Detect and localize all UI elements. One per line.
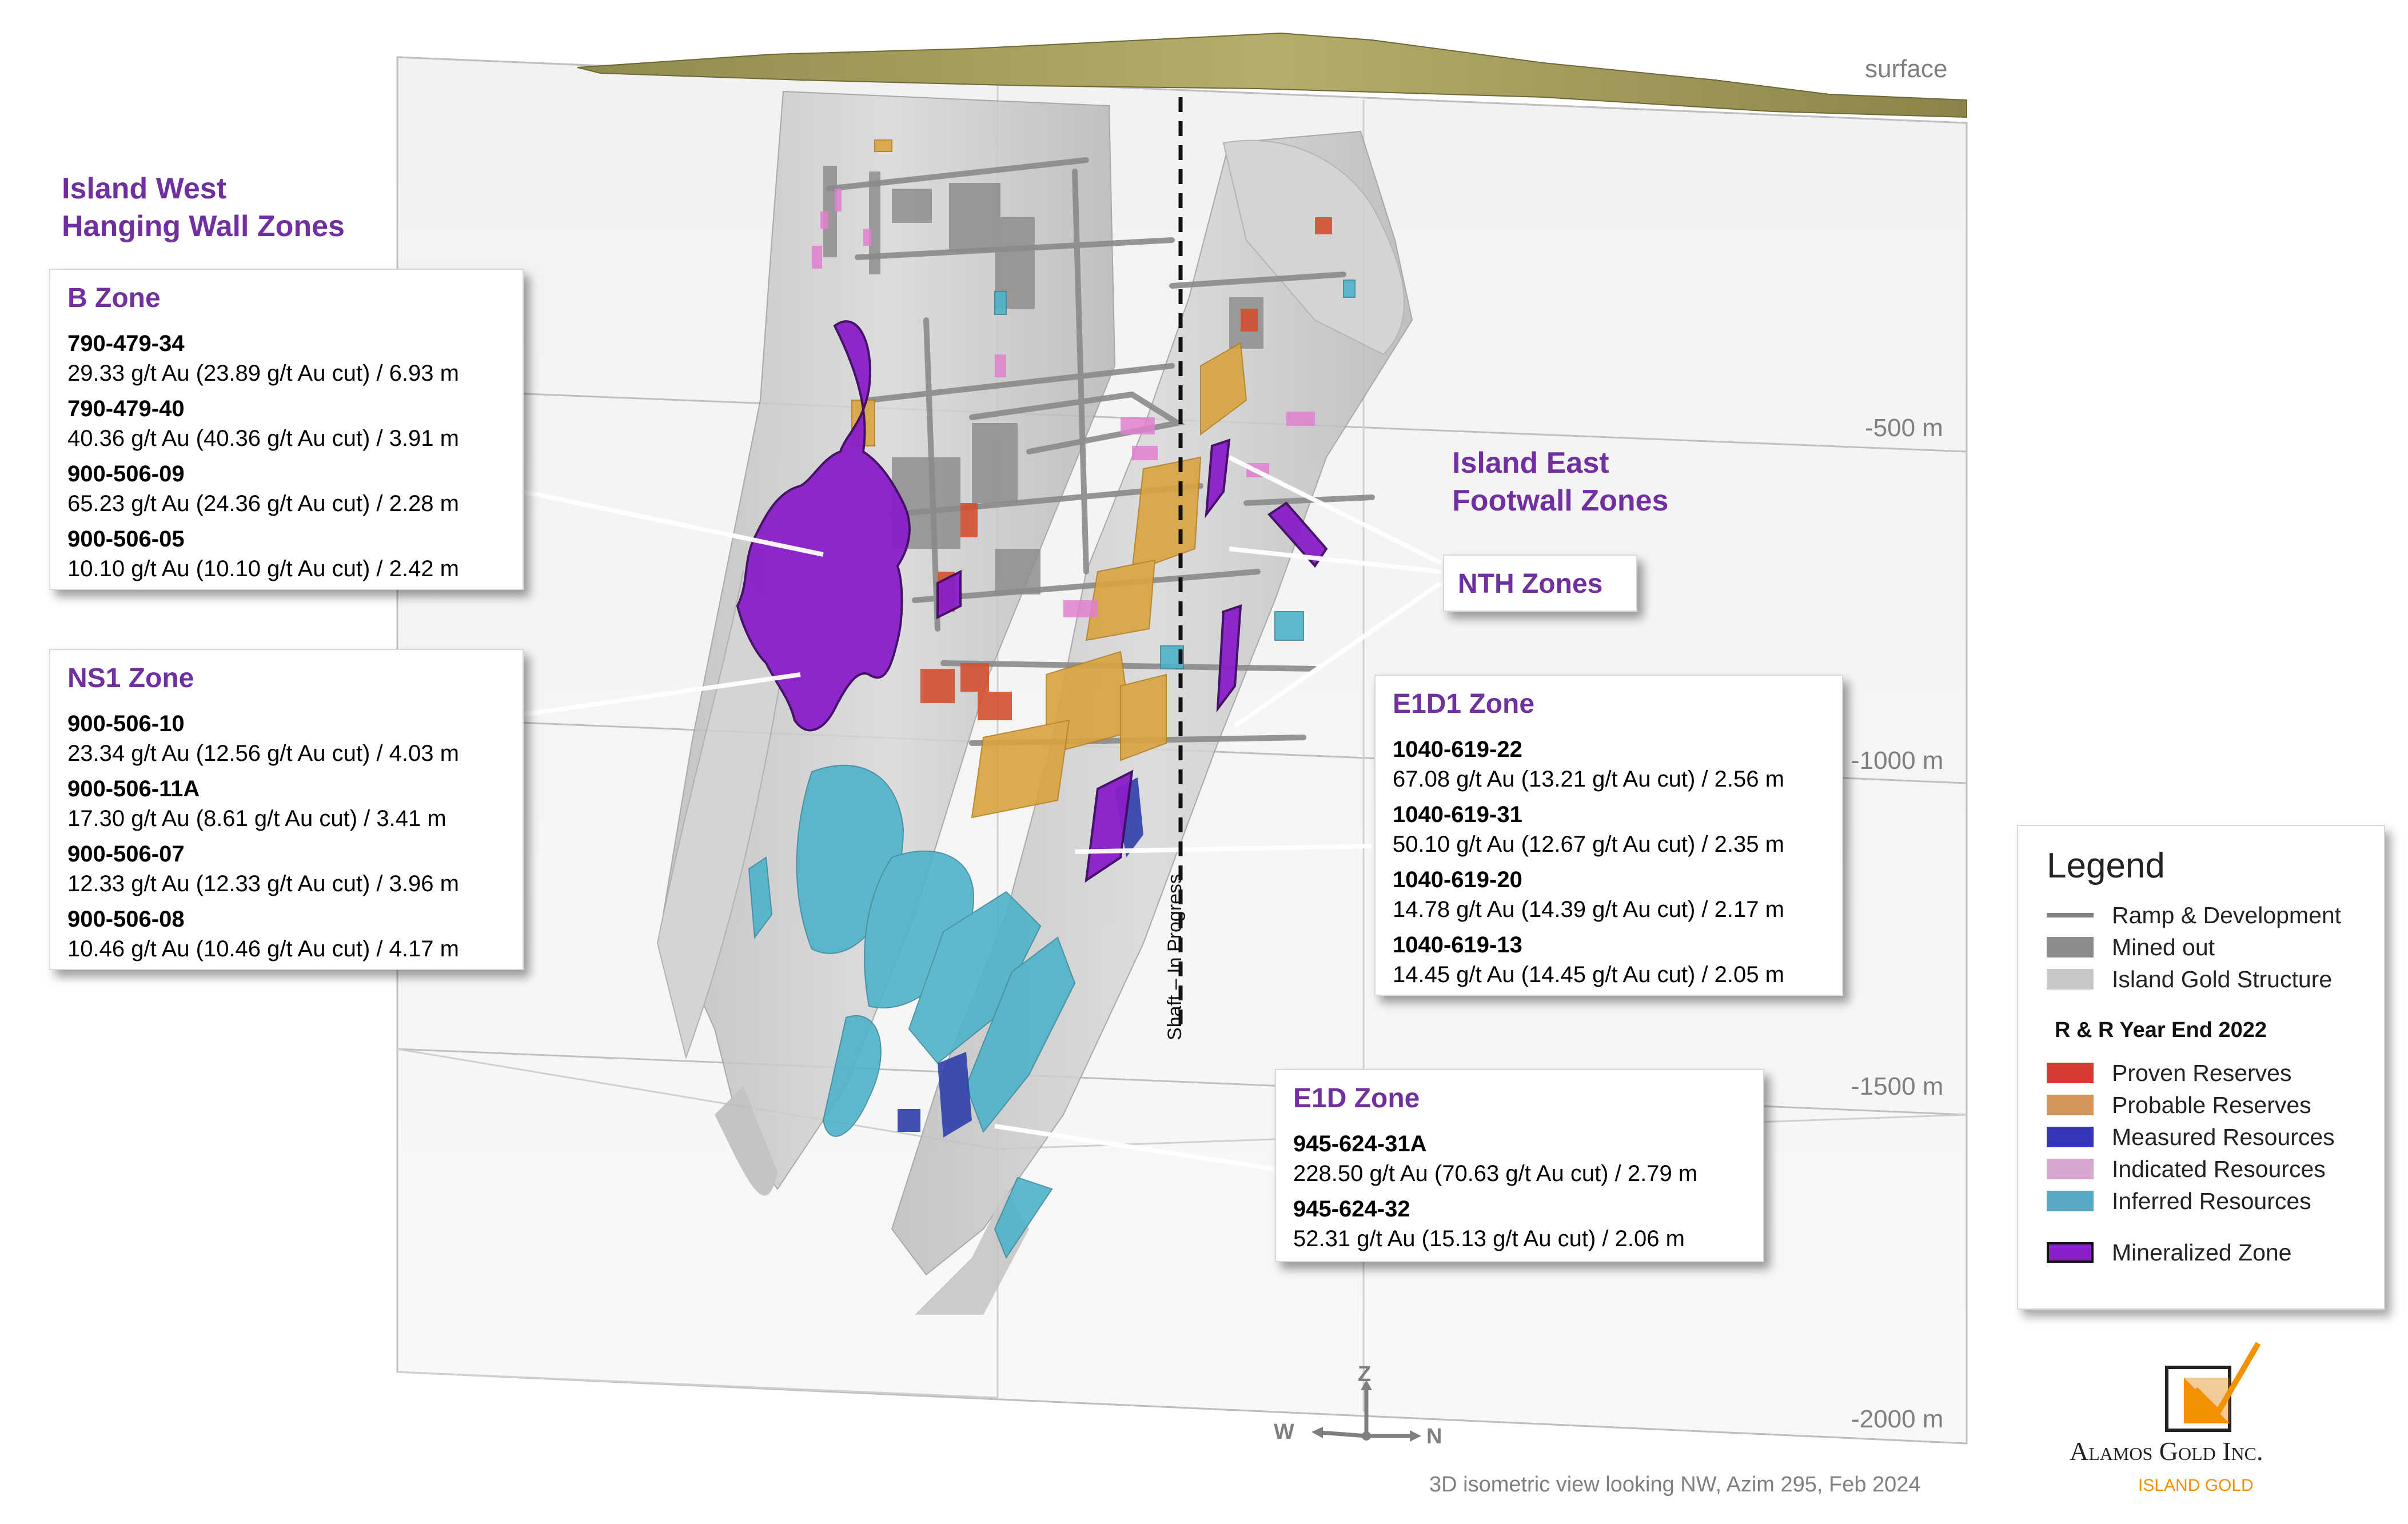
legend-row-probable: Probable Reserves xyxy=(2047,1090,2311,1120)
e1d-hole-value: 52.31 g/t Au (15.13 g/t Au cut) / 2.06 m xyxy=(1293,1226,1685,1251)
ns1-zone-title: NS1 Zone xyxy=(67,663,194,693)
legend-label: Island Gold Structure xyxy=(2112,966,2333,992)
company-subtitle: ISLAND GOLD xyxy=(2138,1476,2254,1495)
legend-row-ramp: Ramp & Development xyxy=(2047,900,2341,930)
mineralized-swatch xyxy=(2047,1242,2094,1263)
e1d1-hole-id: 1040-619-13 xyxy=(1393,932,1522,958)
ns1-hole-value: 12.33 g/t Au (12.33 g/t Au cut) / 3.96 m xyxy=(67,871,459,896)
e1d1-hole-id: 1040-619-31 xyxy=(1393,802,1522,827)
ns1-hole-value: 17.30 g/t Au (8.61 g/t Au cut) / 3.41 m xyxy=(67,806,446,831)
legend-row-measured: Measured Resources xyxy=(2047,1122,2335,1152)
e1d1-zone-title: E1D1 Zone xyxy=(1393,689,1535,719)
axis-n-label: N xyxy=(1426,1425,1442,1449)
e1d1-hole-value: 14.45 g/t Au (14.45 g/t Au cut) / 2.05 m xyxy=(1393,962,1784,987)
e1d-hole-id: 945-624-32 xyxy=(1293,1196,1410,1222)
ramp-line-swatch xyxy=(2047,913,2094,917)
e1d-hole-id: 945-624-31A xyxy=(1293,1131,1427,1156)
mined-out-swatch xyxy=(2047,937,2094,958)
b-hole-id: 790-479-40 xyxy=(67,396,185,421)
b-zone-box: B Zone 790-479-34 29.33 g/t Au (23.89 g/… xyxy=(49,269,524,590)
legend-label: Proven Reserves xyxy=(2112,1059,2292,1086)
legend-panel: Legend Ramp & Development Mined out Isla… xyxy=(2017,825,2385,1310)
legend-row-structure: Island Gold Structure xyxy=(2047,964,2332,994)
e1d-hole-value: 228.50 g/t Au (70.63 g/t Au cut) / 2.79 … xyxy=(1293,1161,1698,1186)
alamos-logo-icon xyxy=(2165,1342,2261,1432)
shaft-label: Shaft – In Progress xyxy=(1164,873,1186,1040)
depth-label-1500: -1500 m xyxy=(1851,1072,1944,1100)
b-hole-id: 900-506-09 xyxy=(67,461,185,486)
legend-row-proven: Proven Reserves xyxy=(2047,1058,2291,1088)
legend-row-indicated: Indicated Resources xyxy=(2047,1154,2326,1184)
legend-label: Mined out xyxy=(2112,933,2215,960)
probable-swatch xyxy=(2047,1095,2094,1115)
b-hole-value: 40.36 g/t Au (40.36 g/t Au cut) / 3.91 m xyxy=(67,426,459,451)
depth-label-500: -500 m xyxy=(1865,414,1943,442)
measured-swatch xyxy=(2047,1127,2094,1147)
e1d-zone-box: E1D Zone 945-624-31A 228.50 g/t Au (70.6… xyxy=(1275,1069,1764,1262)
surface-topography xyxy=(577,32,1967,118)
legend-row-inferred: Inferred Resources xyxy=(2047,1186,2311,1216)
ns1-hole-id: 900-506-08 xyxy=(67,907,185,932)
e1d1-hole-value: 67.08 g/t Au (13.21 g/t Au cut) / 2.56 m xyxy=(1393,767,1784,792)
depth-label-1000: -1000 m xyxy=(1851,747,1944,775)
structure-swatch xyxy=(2047,969,2094,990)
legend-label: Probable Reserves xyxy=(2112,1091,2311,1118)
e1d1-hole-id: 1040-619-22 xyxy=(1393,737,1522,762)
b-hole-id: 900-506-05 xyxy=(67,526,185,552)
b-hole-value: 65.23 g/t Au (24.36 g/t Au cut) / 2.28 m xyxy=(67,491,459,516)
legend-title: Legend xyxy=(2047,846,2165,885)
island-east-label: Island East Footwall Zones xyxy=(1452,446,1669,517)
e1d1-hole-value: 14.78 g/t Au (14.39 g/t Au cut) / 2.17 m xyxy=(1393,897,1784,922)
company-name: Alamos Gold Inc. xyxy=(2070,1437,2263,1466)
e1d1-hole-id: 1040-619-20 xyxy=(1393,867,1522,892)
indicated-swatch xyxy=(2047,1159,2094,1179)
b-hole-id: 790-479-34 xyxy=(67,331,185,356)
legend-subtitle: R & R Year End 2022 xyxy=(2055,1018,2267,1042)
legend-label: Measured Resources xyxy=(2112,1123,2335,1150)
e1d-zone-title: E1D Zone xyxy=(1293,1083,1420,1114)
legend-label: Inferred Resources xyxy=(2112,1187,2311,1214)
axis-w-label: W xyxy=(1274,1420,1294,1444)
callout-leaders xyxy=(523,455,1442,1171)
nth-zones-title: NTH Zones xyxy=(1458,569,1603,599)
probable-reserves xyxy=(851,139,1247,819)
b-hole-value: 10.10 g/t Au (10.10 g/t Au cut) / 2.42 m xyxy=(67,556,459,581)
legend-label: Indicated Resources xyxy=(2112,1155,2326,1182)
island-west-label: Island West Hanging Wall Zones xyxy=(62,172,345,243)
ramp-development-lines xyxy=(826,157,1375,746)
ns1-hole-value: 23.34 g/t Au (12.56 g/t Au cut) / 4.03 m xyxy=(67,741,459,766)
measured-resources xyxy=(898,777,1143,1138)
ns1-hole-id: 900-506-07 xyxy=(67,841,185,867)
legend-row-mineralized: Mineralized Zone xyxy=(2047,1238,2292,1267)
inferred-swatch xyxy=(2047,1191,2094,1211)
ns1-zone-box: NS1 Zone 900-506-10 23.34 g/t Au (12.56 … xyxy=(49,649,524,970)
ns1-hole-id: 900-506-11A xyxy=(67,776,200,801)
proven-swatch xyxy=(2047,1063,2094,1083)
surface-label: surface xyxy=(1865,55,1948,83)
view-caption: 3D isometric view looking NW, Azim 295, … xyxy=(1429,1473,1921,1497)
legend-label: Ramp & Development xyxy=(2112,901,2342,928)
legend-row-mined: Mined out xyxy=(2047,932,2215,962)
axis-z-label: Z xyxy=(1358,1362,1372,1386)
depth-label-2000: -2000 m xyxy=(1851,1405,1944,1433)
axis-indicator xyxy=(1311,1380,1421,1442)
ns1-hole-value: 10.46 g/t Au (10.46 g/t Au cut) / 4.17 m xyxy=(67,936,459,962)
ns1-hole-id: 900-506-10 xyxy=(67,711,185,736)
mineralized-zones xyxy=(736,320,1328,883)
e1d1-hole-value: 50.10 g/t Au (12.67 g/t Au cut) / 2.35 m xyxy=(1393,832,1784,857)
b-zone-title: B Zone xyxy=(67,283,161,313)
legend-label: Mineralized Zone xyxy=(2112,1239,2292,1266)
b-hole-value: 29.33 g/t Au (23.89 g/t Au cut) / 6.93 m xyxy=(67,361,459,386)
nth-zones-box: NTH Zones xyxy=(1443,554,1637,612)
e1d1-zone-box: E1D1 Zone 1040-619-22 67.08 g/t Au (13.2… xyxy=(1374,675,1843,996)
